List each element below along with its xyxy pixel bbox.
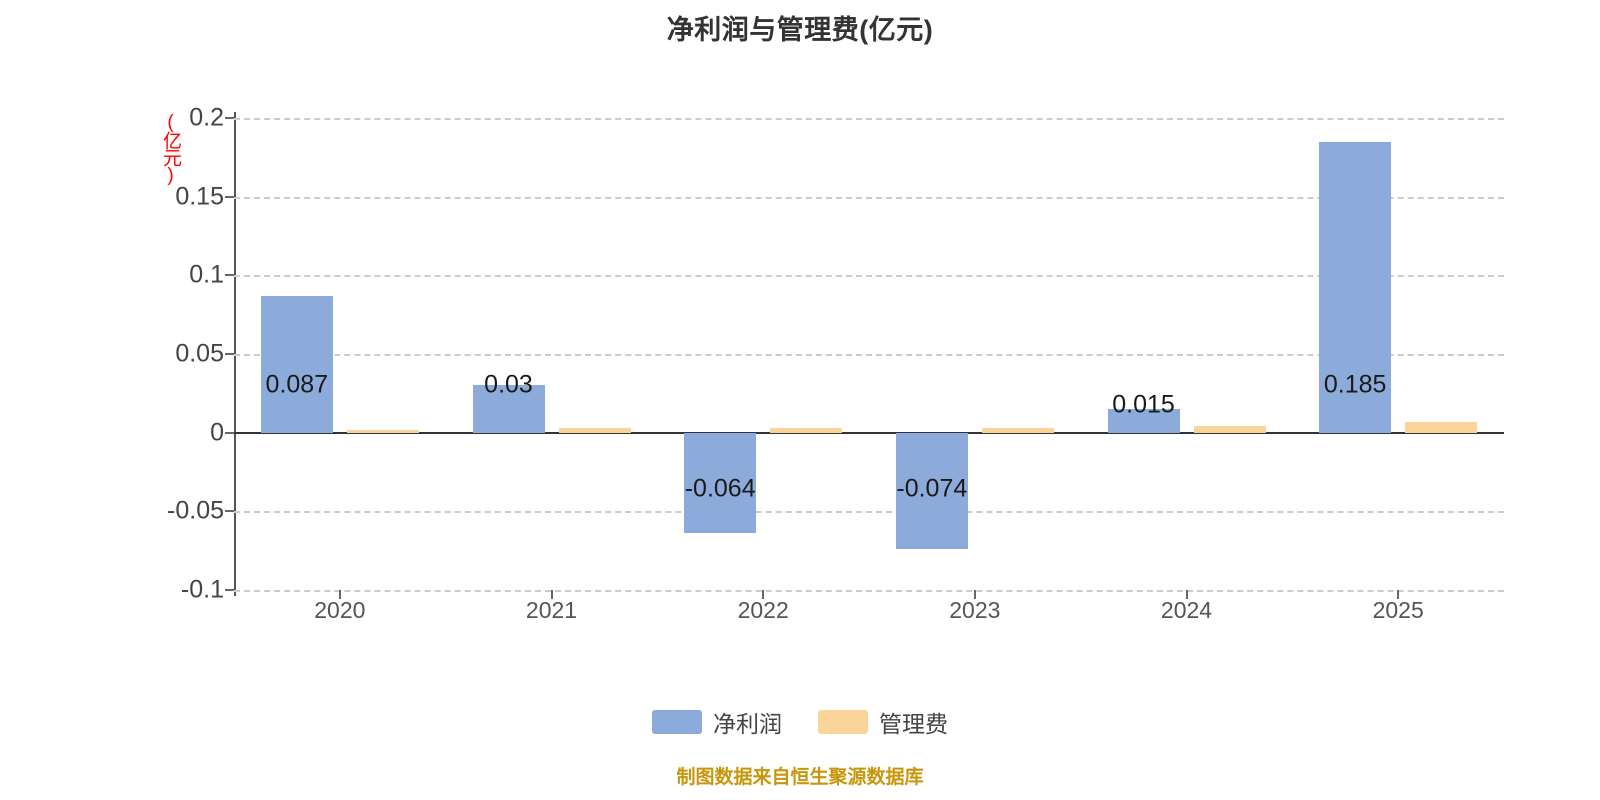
legend-item[interactable]: 管理费 (818, 705, 948, 739)
gridline (234, 354, 1504, 356)
plot-area: 0.087 0.03 -0.064 -0.074 0.015 0.185 (225, 117, 1504, 599)
zero-baseline (234, 431, 1504, 434)
x-axis-tick-mark (550, 590, 553, 599)
y-axis-tick-mark (225, 431, 234, 434)
gridline (234, 275, 1504, 278)
legend-swatch (818, 710, 868, 734)
x-axis-tick-label: 2023 (949, 597, 1001, 623)
y-axis-tick-label: 0.05 (175, 339, 224, 368)
gridline (234, 511, 1504, 514)
chart-legend: 净利润 管理费 (0, 705, 1600, 739)
bar-value-label: 0.185 (1323, 370, 1387, 399)
x-axis-tick-label: 2024 (1160, 597, 1213, 623)
bar-admin-fee[interactable] (770, 427, 843, 433)
y-axis-tick-mark (225, 353, 234, 355)
bar-net-profit[interactable] (472, 385, 545, 433)
y-axis-tick-label: -0.1 (180, 575, 224, 604)
bar-net-profit[interactable] (684, 432, 757, 534)
bar-net-profit[interactable] (260, 295, 333, 433)
bar-admin-fee[interactable] (346, 429, 419, 433)
x-axis-tick-label: 2025 (1372, 597, 1424, 623)
bar-net-profit[interactable] (1319, 141, 1392, 433)
x-axis-tick-mark (1397, 590, 1400, 599)
bar-value-label: -0.064 (684, 474, 756, 503)
y-axis-tick-mark (225, 117, 234, 119)
x-axis-tick-mark (338, 590, 341, 599)
y-axis-tick-mark (225, 589, 234, 591)
legend-label: 净利润 (713, 711, 782, 737)
bar-value-label: 0.03 (484, 370, 533, 399)
bar-value-label: 0.087 (265, 370, 329, 399)
y-axis-unit-label: (亿元) (160, 112, 181, 184)
footer-source-note: 制图数据来自恒生聚源数据库 (676, 767, 924, 788)
y-axis-tick-mark (225, 510, 234, 513)
y-axis-tick-label: 0.15 (175, 182, 224, 211)
y-axis-tick-mark (225, 274, 234, 277)
gridline (234, 196, 1504, 199)
y-axis-tick-label: 0 (210, 418, 224, 447)
x-axis-tick-mark (762, 590, 765, 599)
bar-net-profit[interactable] (1107, 409, 1180, 433)
y-axis-tick-label: -0.05 (167, 496, 224, 525)
bar-admin-fee[interactable] (981, 427, 1054, 433)
x-axis-tick-mark (973, 590, 976, 599)
legend-label: 管理费 (879, 711, 948, 737)
x-axis-tick-label: 2022 (737, 597, 789, 623)
legend-item[interactable]: 净利润 (652, 705, 782, 739)
bar-value-label: 0.015 (1112, 390, 1175, 419)
y-axis-tick-mark (225, 195, 234, 198)
y-axis-tick-label: 0.2 (189, 103, 224, 132)
legend-swatch (652, 710, 702, 734)
x-axis-tick-label: 2020 (314, 597, 366, 623)
gridline (234, 118, 1504, 120)
x-axis-tick-label: 2021 (525, 597, 578, 623)
bar-admin-fee[interactable] (1405, 421, 1478, 433)
y-axis-tick-label: 0.1 (189, 260, 224, 289)
y-axis-tick-labels: 0.2 0.15 0.1 0.05 0 -0.05 -0.1 (144, 104, 224, 604)
bar-net-profit[interactable] (895, 432, 968, 550)
bar-value-label: -0.074 (896, 474, 968, 503)
bar-admin-fee[interactable] (558, 427, 631, 433)
bar-admin-fee[interactable] (1193, 426, 1266, 433)
page-title: 净利润与管理费(亿元) (666, 15, 934, 45)
x-axis-tick-mark (1185, 590, 1188, 599)
gridline (234, 590, 1504, 592)
